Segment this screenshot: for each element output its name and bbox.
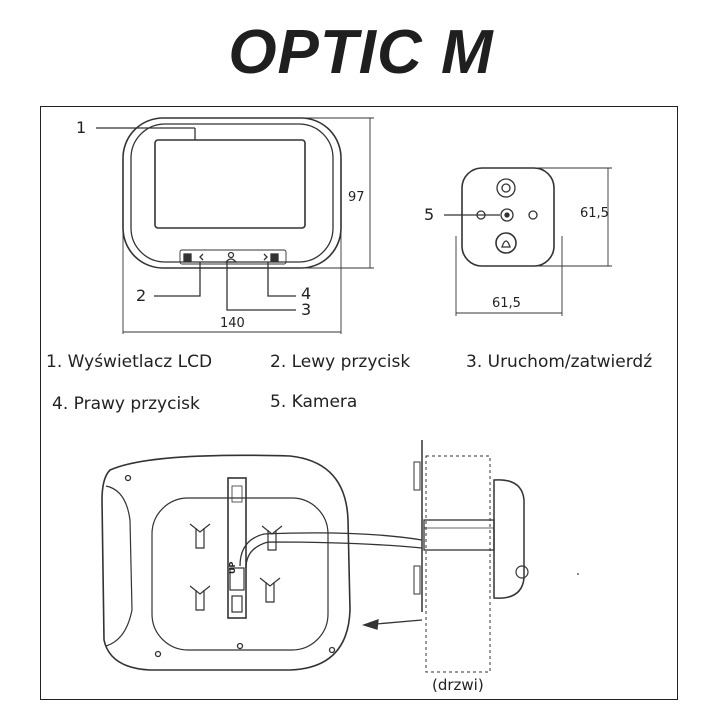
door-label: (drzwi) [432, 676, 484, 694]
callout-2: 2 [136, 286, 147, 305]
mounting-hooks [189, 523, 283, 611]
legend-item-left-button: 2. Lewy przycisk [270, 352, 411, 372]
diagram-frame [40, 106, 678, 700]
arrow-left-icon [361, 619, 379, 630]
lcd-screen [154, 139, 306, 229]
legend-item-lcd: 1. Wyświetlacz LCD [46, 352, 213, 372]
dim-height-main: 97 [348, 190, 365, 205]
dim-width-camera: 61,5 [492, 296, 521, 311]
legend-item-confirm: 3. Uruchom/zatwierdź [466, 352, 653, 372]
up-mark: UP [228, 561, 237, 574]
monitor-front-view [96, 117, 374, 334]
chevron-left-icon [199, 253, 204, 261]
bell-user-icon [224, 251, 238, 263]
camera-front-view [444, 167, 612, 316]
dim-width-main: 140 [220, 316, 245, 331]
menu-icon [183, 253, 192, 262]
camera-lens [500, 208, 514, 222]
legend-item-camera: 5. Kamera [270, 392, 358, 412]
legend-item-right-button: 4. Prawy przycisk [52, 394, 200, 414]
monitor-back-view [101, 454, 423, 671]
callout-1: 1 [76, 118, 87, 137]
page-title: OPTIC M [228, 18, 494, 87]
callout-4: 4 [301, 284, 312, 303]
callout-5: 5 [424, 205, 435, 224]
bell-icon [501, 240, 511, 248]
callout-3: 3 [301, 300, 312, 319]
door-section [413, 440, 579, 673]
dim-height-camera: 61,5 [580, 206, 609, 221]
chevron-right-icon [263, 253, 268, 261]
